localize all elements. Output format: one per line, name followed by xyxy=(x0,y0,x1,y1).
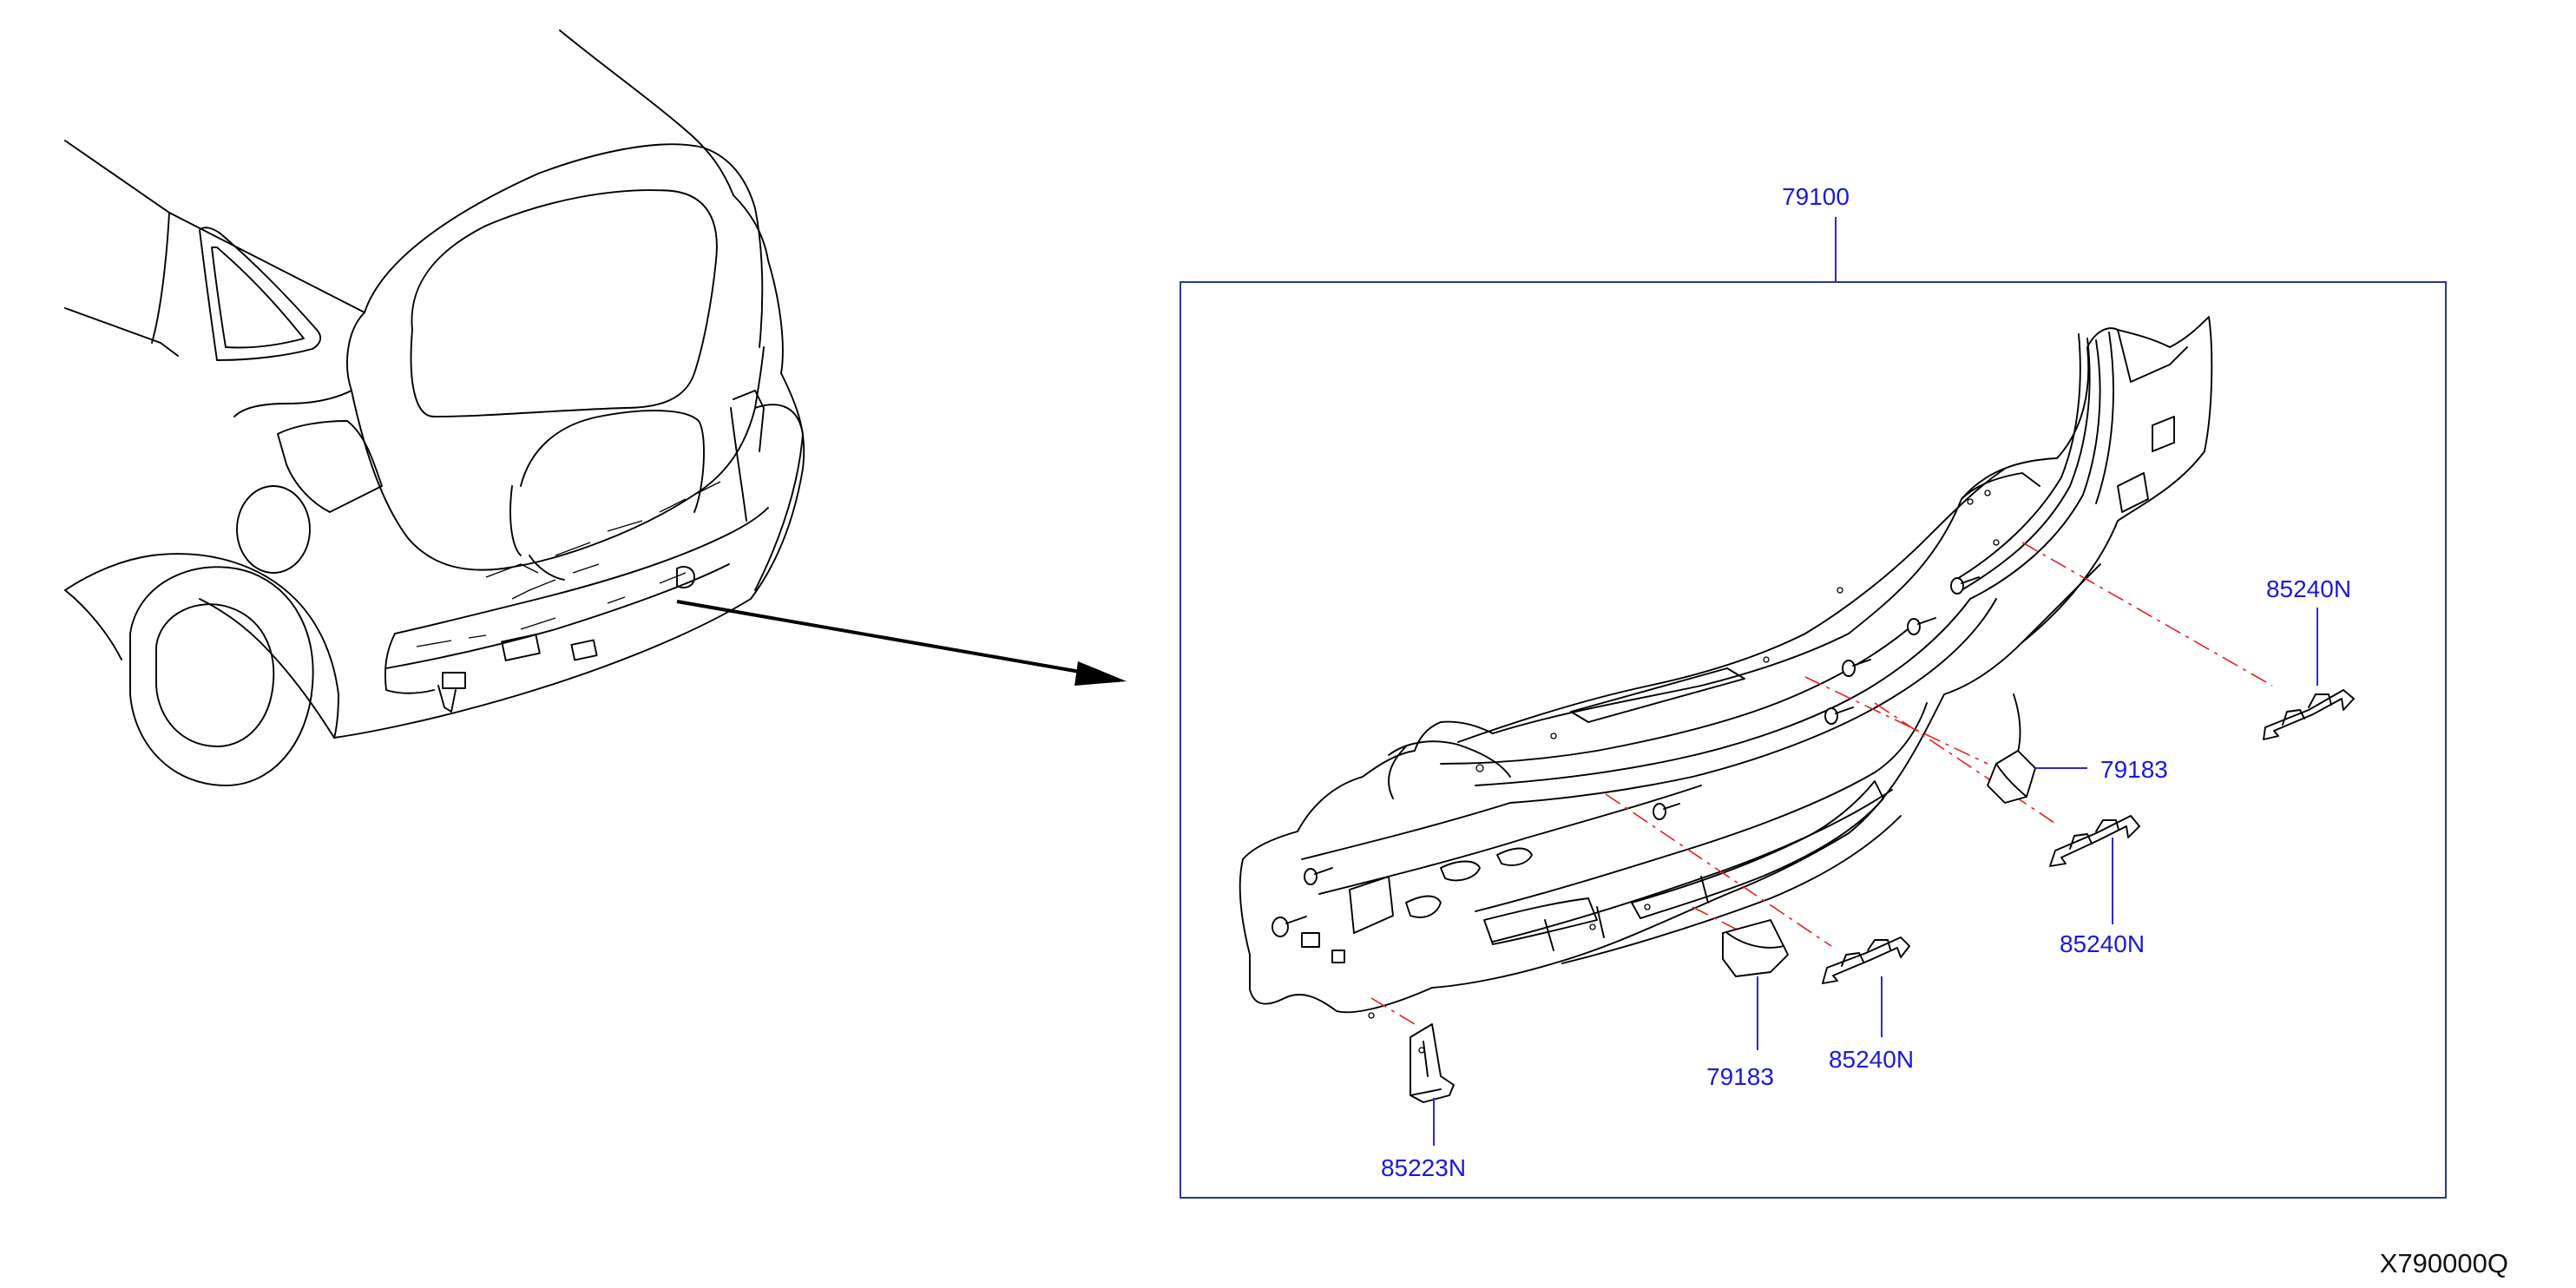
detail-arrow xyxy=(676,600,1127,686)
rear-panel-assembly xyxy=(1239,316,2213,1019)
spacer-79183-upper xyxy=(1987,750,2036,804)
callout-79183-lower: 79183 xyxy=(1706,1063,1774,1090)
callout-85240N-lower: 85240N xyxy=(1829,1046,1914,1073)
callout-79183-upper: 79183 xyxy=(2100,756,2168,783)
clip-85240N-middle xyxy=(2049,815,2140,867)
clip-85240N-upper xyxy=(2263,689,2355,740)
bracket-85223N xyxy=(1410,1023,1455,1103)
clip-85240N-lower xyxy=(1822,936,1910,984)
callouts: 85240N 79183 85240N 79183 85240N 85223N xyxy=(1381,575,2351,1181)
assembly-frame: 79100 xyxy=(1180,183,2447,1199)
vehicle-rear-view xyxy=(64,30,805,786)
diagram-code: X790000Q xyxy=(2380,1248,2508,1278)
panel-studs xyxy=(1272,576,1980,937)
panel-holes xyxy=(1368,490,2000,1019)
callout-85223N: 85223N xyxy=(1381,1154,1466,1181)
spacer-79183-lower xyxy=(1722,919,1789,977)
callout-85240N-middle: 85240N xyxy=(2060,930,2145,957)
assembly-lines xyxy=(1370,542,2273,1025)
assembly-part-number: 79100 xyxy=(1782,183,1850,210)
callout-85240N-upper: 85240N xyxy=(2266,575,2351,602)
